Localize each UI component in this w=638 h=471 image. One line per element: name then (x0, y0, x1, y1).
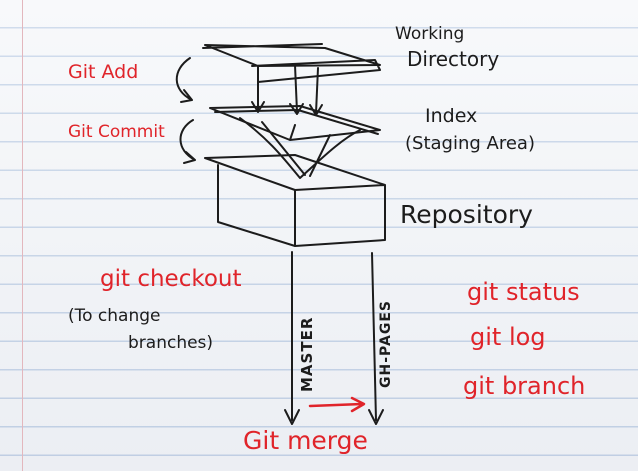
add-arrow-left (251, 69, 265, 113)
working-directory-plane (202, 43, 381, 83)
checkout-note: (To change branches) (68, 303, 213, 357)
working-label-line1: Working (395, 24, 465, 44)
git-add-curve-arrow (175, 57, 193, 103)
index-plane (209, 105, 381, 141)
index-label-line1: Index (425, 105, 478, 127)
staging-area-label-line2: (Staging Area) (405, 133, 535, 154)
gh-pages-branch-line (368, 252, 384, 425)
add-arrow-right (309, 67, 323, 116)
git-merge-label: Git merge (243, 426, 368, 455)
merge-arrow (308, 396, 366, 413)
git-status-label: git status (467, 278, 580, 306)
index-label: Index (Staging Area) (405, 102, 535, 158)
gh-pages-branch-label: GH-PAGES (378, 300, 394, 388)
git-checkout-label: git checkout (100, 266, 242, 292)
repository-label: Repository (400, 200, 533, 229)
repository-box (204, 154, 386, 247)
git-commit-curve-arrow (179, 119, 196, 164)
margin-line (22, 0, 23, 471)
checkout-note-line2: branches) (128, 333, 214, 353)
checkout-note-line1: (To change (68, 306, 161, 326)
add-arrow-middle (289, 64, 304, 115)
git-branch-label: git branch (463, 372, 586, 400)
git-log-label: git log (470, 323, 546, 351)
git-add-label: Git Add (68, 61, 139, 83)
staging-funnel (239, 117, 361, 179)
directory-label-line2: Directory (407, 47, 500, 71)
working-directory-label: Working Directory (395, 22, 499, 72)
git-commit-label: Git Commit (68, 122, 165, 142)
master-branch-line (284, 251, 300, 425)
master-branch-label: MASTER (298, 316, 316, 392)
